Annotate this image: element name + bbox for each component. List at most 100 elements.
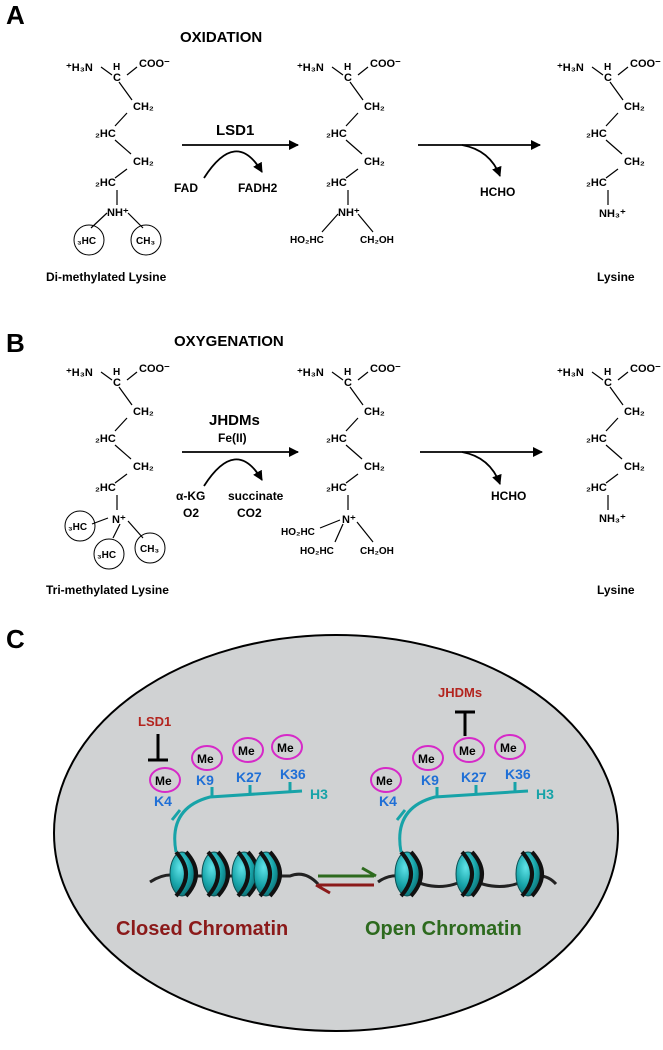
closed-methyl-k4: Me xyxy=(149,767,181,793)
panel-a-enzyme: LSD1 xyxy=(216,122,254,139)
a-sub-methyl-circle-2 xyxy=(130,224,162,256)
b-sub-h2c-1: ₂HC xyxy=(95,433,116,445)
b-sub-alpha-h: H xyxy=(113,367,120,378)
a-sub-ch2-1: CH₂ xyxy=(133,101,154,113)
svg-text:Me: Me xyxy=(155,774,172,788)
open-methyl-k4: Me xyxy=(370,767,402,793)
b-sub-methyl-2: ₃HC xyxy=(97,550,116,561)
closed-methyl-k27: Me xyxy=(232,737,264,763)
a-prod-h2c-2: ₂HC xyxy=(586,177,607,189)
b-int-amino: ⁺H₃N xyxy=(297,367,324,379)
b-int-ch2-1: CH₂ xyxy=(364,406,385,418)
panel-a-product-bonds xyxy=(591,66,629,205)
a-prod-amino: ⁺H₃N xyxy=(557,62,584,74)
open-residue-k27: K27 xyxy=(461,769,487,785)
a-int-alpha-h: H xyxy=(344,62,351,73)
b-sub-h2c-2: ₂HC xyxy=(95,482,116,494)
panel-b-coproduct-2: CO2 xyxy=(237,506,262,520)
panel-a-byproduct: HCHO xyxy=(480,185,515,199)
b-sub-ch2-1: CH₂ xyxy=(133,406,154,418)
b-sub-alpha-c: C xyxy=(113,377,121,389)
closed-chromatin-group: H3 K4 K9 K27 K36 Me Me Me Me xyxy=(116,714,328,940)
b-prod-nh3: NH₃⁺ xyxy=(599,513,626,525)
b-sub-carboxylate: COO⁻ xyxy=(139,363,170,375)
b-int-ho2hc-2: HO₂HC xyxy=(300,546,334,557)
panel-b-letter: B xyxy=(6,328,25,358)
panel-b-title: OXYGENATION xyxy=(174,333,284,350)
b-sub-methyl-circle-3 xyxy=(134,532,166,564)
a-int-ho2hc: HO₂HC xyxy=(290,235,324,246)
b-prod-amino: ⁺H₃N xyxy=(557,367,584,379)
svg-text:Me: Me xyxy=(500,741,517,755)
b-byproduct-arc xyxy=(461,451,502,485)
a-int-ch2oh: CH₂OH xyxy=(360,235,394,246)
closed-methyl-k9: Me xyxy=(191,745,223,771)
open-nucleosome-1 xyxy=(394,850,423,898)
a-int-ch2-1: CH₂ xyxy=(364,101,385,113)
a-sub-amino: ⁺H₃N xyxy=(66,62,93,74)
closed-chromatin-label: Closed Chromatin xyxy=(116,918,288,940)
open-residue-k4: K4 xyxy=(379,793,397,809)
panel-a-intermediate-bonds xyxy=(321,66,374,233)
svg-text:Me: Me xyxy=(197,752,214,766)
b-cosubstrate-arc xyxy=(203,458,263,487)
svg-text:Me: Me xyxy=(277,741,294,755)
panel-a-product-name: Lysine xyxy=(597,270,635,284)
b-int-alpha-h: H xyxy=(344,367,351,378)
a-prod-alpha-c: C xyxy=(604,72,612,84)
a-sub-ch2-2: CH₂ xyxy=(133,156,154,168)
b-sub-methyl-circle-1 xyxy=(64,510,96,542)
b-sub-amino: ⁺H₃N xyxy=(66,367,93,379)
open-histone-tail xyxy=(398,789,529,853)
open-chromatin-label: Open Chromatin xyxy=(365,918,522,940)
a-prod-alpha-h: H xyxy=(604,62,611,73)
panel-b-substrate-name: Tri-methylated Lysine xyxy=(46,583,169,597)
b-sub-methyl-circle-2 xyxy=(93,538,125,570)
open-histone-label: H3 xyxy=(536,786,554,802)
panel-c-letter: C xyxy=(6,624,25,654)
open-tick-k4 xyxy=(395,809,407,821)
b-prod-h2c-2: ₂HC xyxy=(586,482,607,494)
a-int-nh: NH⁺ xyxy=(338,207,360,219)
b-sub-n: N⁺ xyxy=(112,514,126,526)
b-int-alpha-c: C xyxy=(344,377,352,389)
b-prod-h2c-1: ₂HC xyxy=(586,433,607,445)
a-sub-h2c-1: ₂HC xyxy=(95,128,116,140)
open-residue-k9: K9 xyxy=(421,772,439,788)
svg-text:Me: Me xyxy=(459,744,476,758)
a-int-h2c-2: ₂HC xyxy=(326,177,347,189)
svg-text:Me: Me xyxy=(238,744,255,758)
open-nucleosome-3 xyxy=(515,850,544,898)
a-int-amino: ⁺H₃N xyxy=(297,62,324,74)
a-byproduct-arc xyxy=(461,144,502,177)
panel-b-cosubstrate-1: α-KG xyxy=(176,489,205,503)
closed-nucleosome-2 xyxy=(201,850,230,898)
closed-nucleosome-4 xyxy=(253,850,282,898)
svg-text:Me: Me xyxy=(376,774,393,788)
a-prod-h2c-1: ₂HC xyxy=(586,128,607,140)
a-int-h2c-1: ₂HC xyxy=(326,128,347,140)
panel-b-byproduct: HCHO xyxy=(491,489,526,503)
panel-b-intermediate-bonds xyxy=(319,371,374,543)
panel-a: A OXIDATION ⁺H₃N H C COO⁻ CH₂ ₂HC CH₂ ₂H… xyxy=(6,0,661,284)
a-sub-methyl-1: ₃HC xyxy=(77,236,96,247)
svg-text:Me: Me xyxy=(418,752,435,766)
b-int-carboxylate: COO⁻ xyxy=(370,363,401,375)
closed-residue-k36: K36 xyxy=(280,766,306,782)
b-prod-ch2-2: CH₂ xyxy=(624,461,645,473)
panel-b-cosubstrate-2: O2 xyxy=(183,506,199,520)
b-int-ch2-2: CH₂ xyxy=(364,461,385,473)
a-sub-alpha-c: C xyxy=(113,72,121,84)
a-sub-methyl-circle-1 xyxy=(73,224,105,256)
panel-a-substrate-name: Di-methylated Lysine xyxy=(46,270,167,284)
b-prod-alpha-c: C xyxy=(604,377,612,389)
panel-a-substrate-bonds xyxy=(90,66,144,229)
open-enzyme-label: JHDMs xyxy=(438,685,482,700)
b-sub-methyl-3: CH₃ xyxy=(140,544,159,555)
a-prod-carboxylate: COO⁻ xyxy=(630,58,661,70)
panel-b-product-bonds xyxy=(591,371,629,510)
b-int-h2c-2: ₂HC xyxy=(326,482,347,494)
closed-residue-k4: K4 xyxy=(154,793,172,809)
open-methyl-k9: Me xyxy=(412,745,444,771)
panel-a-cofactor-out: FADH2 xyxy=(238,181,278,195)
